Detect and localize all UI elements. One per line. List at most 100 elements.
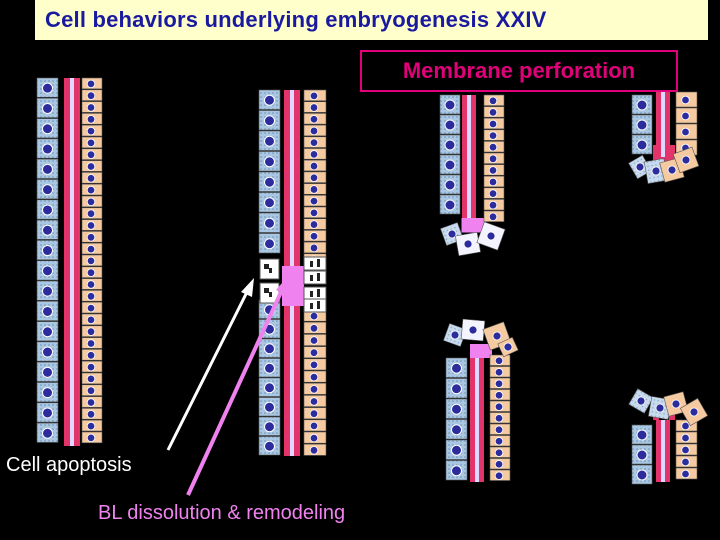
nucleus: [309, 372, 319, 382]
apoptotic-cell: [303, 256, 327, 271]
nucleus: [86, 398, 96, 407]
nucleus: [42, 82, 53, 94]
perforation-up: [443, 318, 519, 482]
nucleus: [636, 469, 648, 481]
nucleus: [488, 131, 498, 140]
nucleus: [86, 244, 96, 254]
nucleus: [451, 383, 462, 395]
nucleus: [42, 427, 53, 439]
nucleus: [488, 200, 498, 210]
fragmented-cell: [497, 336, 519, 358]
nucleus: [681, 433, 690, 443]
apoptotic-cell: [303, 270, 327, 285]
bl-dissolution-zone: [282, 266, 304, 306]
nucleus: [309, 324, 319, 333]
nucleus: [636, 449, 648, 461]
apoptotic-cell: [303, 298, 327, 313]
nucleus: [309, 433, 319, 443]
nucleus: [494, 379, 504, 388]
bl-dissolution-arrow: [186, 276, 288, 496]
nucleus: [264, 440, 275, 452]
nucleus: [681, 95, 690, 105]
nucleus: [309, 115, 319, 124]
nucleus: [86, 339, 96, 348]
nucleus: [309, 409, 319, 418]
nucleus: [488, 212, 498, 221]
nucleus: [86, 362, 96, 372]
nucleus: [488, 166, 498, 175]
nucleus: [681, 469, 690, 479]
nucleus: [42, 346, 53, 358]
nucleus: [494, 391, 504, 400]
nucleus: [264, 135, 275, 147]
nucleus: [264, 238, 275, 250]
nucleus: [42, 387, 53, 399]
nucleus: [86, 374, 96, 384]
nucleus: [488, 177, 498, 187]
nucleus: [42, 163, 53, 175]
nucleus: [681, 127, 690, 137]
nucleus: [264, 343, 275, 355]
nucleus: [309, 185, 319, 194]
apoptotic-cell: [303, 286, 327, 301]
nucleus: [309, 348, 319, 357]
nucleus: [309, 243, 319, 253]
nucleus: [309, 360, 319, 370]
nucleus: [42, 265, 53, 277]
membrane-perforation-label: Membrane perforation: [402, 58, 636, 83]
nucleus: [42, 366, 53, 378]
nucleus: [636, 139, 648, 151]
nucleus: [264, 115, 275, 127]
nucleus: [309, 161, 319, 171]
nucleus: [444, 159, 456, 171]
nucleus: [444, 179, 456, 191]
nucleus: [309, 336, 319, 345]
nucleus: [86, 91, 96, 100]
nucleus: [681, 111, 690, 121]
nucleus: [264, 362, 275, 374]
nucleus: [309, 126, 319, 136]
nucleus: [488, 96, 498, 105]
nucleus: [681, 445, 690, 455]
nucleus: [488, 154, 498, 163]
nucleus: [86, 268, 96, 277]
nucleus: [309, 103, 319, 112]
left-cell-column-2: [258, 89, 281, 456]
nucleus: [86, 174, 96, 183]
nucleus: [309, 173, 319, 182]
nucleus: [86, 327, 96, 336]
fragmented-cell: [628, 154, 652, 180]
title-bar: Cell behaviors underlying embryogenesis …: [35, 0, 708, 40]
nucleus: [444, 199, 456, 211]
nucleus: [264, 217, 275, 229]
nucleus: [264, 94, 275, 106]
perforation-down: [439, 94, 506, 257]
fragmented-cell: [628, 388, 654, 414]
nucleus: [451, 465, 462, 477]
nucleus: [451, 424, 462, 436]
nucleus: [494, 414, 504, 423]
nucleus: [309, 138, 319, 147]
fragmented-cell: [476, 221, 506, 251]
nucleus: [86, 221, 96, 230]
nucleus: [42, 326, 53, 338]
slide-title: Cell behaviors underlying embryogenesis …: [45, 7, 547, 32]
nucleus: [681, 421, 690, 431]
nucleus: [42, 143, 53, 155]
nucleus: [264, 401, 275, 413]
nucleus: [86, 185, 96, 195]
nucleus: [494, 460, 504, 469]
nucleus: [86, 280, 96, 289]
nucleus: [86, 79, 96, 89]
nucleus: [86, 256, 96, 266]
nucleus: [86, 315, 96, 325]
nucleus: [494, 437, 504, 446]
nucleus: [86, 303, 96, 313]
nucleus: [86, 209, 96, 218]
left-cell-column-1: [36, 77, 59, 443]
nucleus: [494, 356, 504, 365]
nucleus: [86, 233, 96, 242]
nucleus: [86, 126, 96, 136]
nucleus: [309, 397, 319, 406]
